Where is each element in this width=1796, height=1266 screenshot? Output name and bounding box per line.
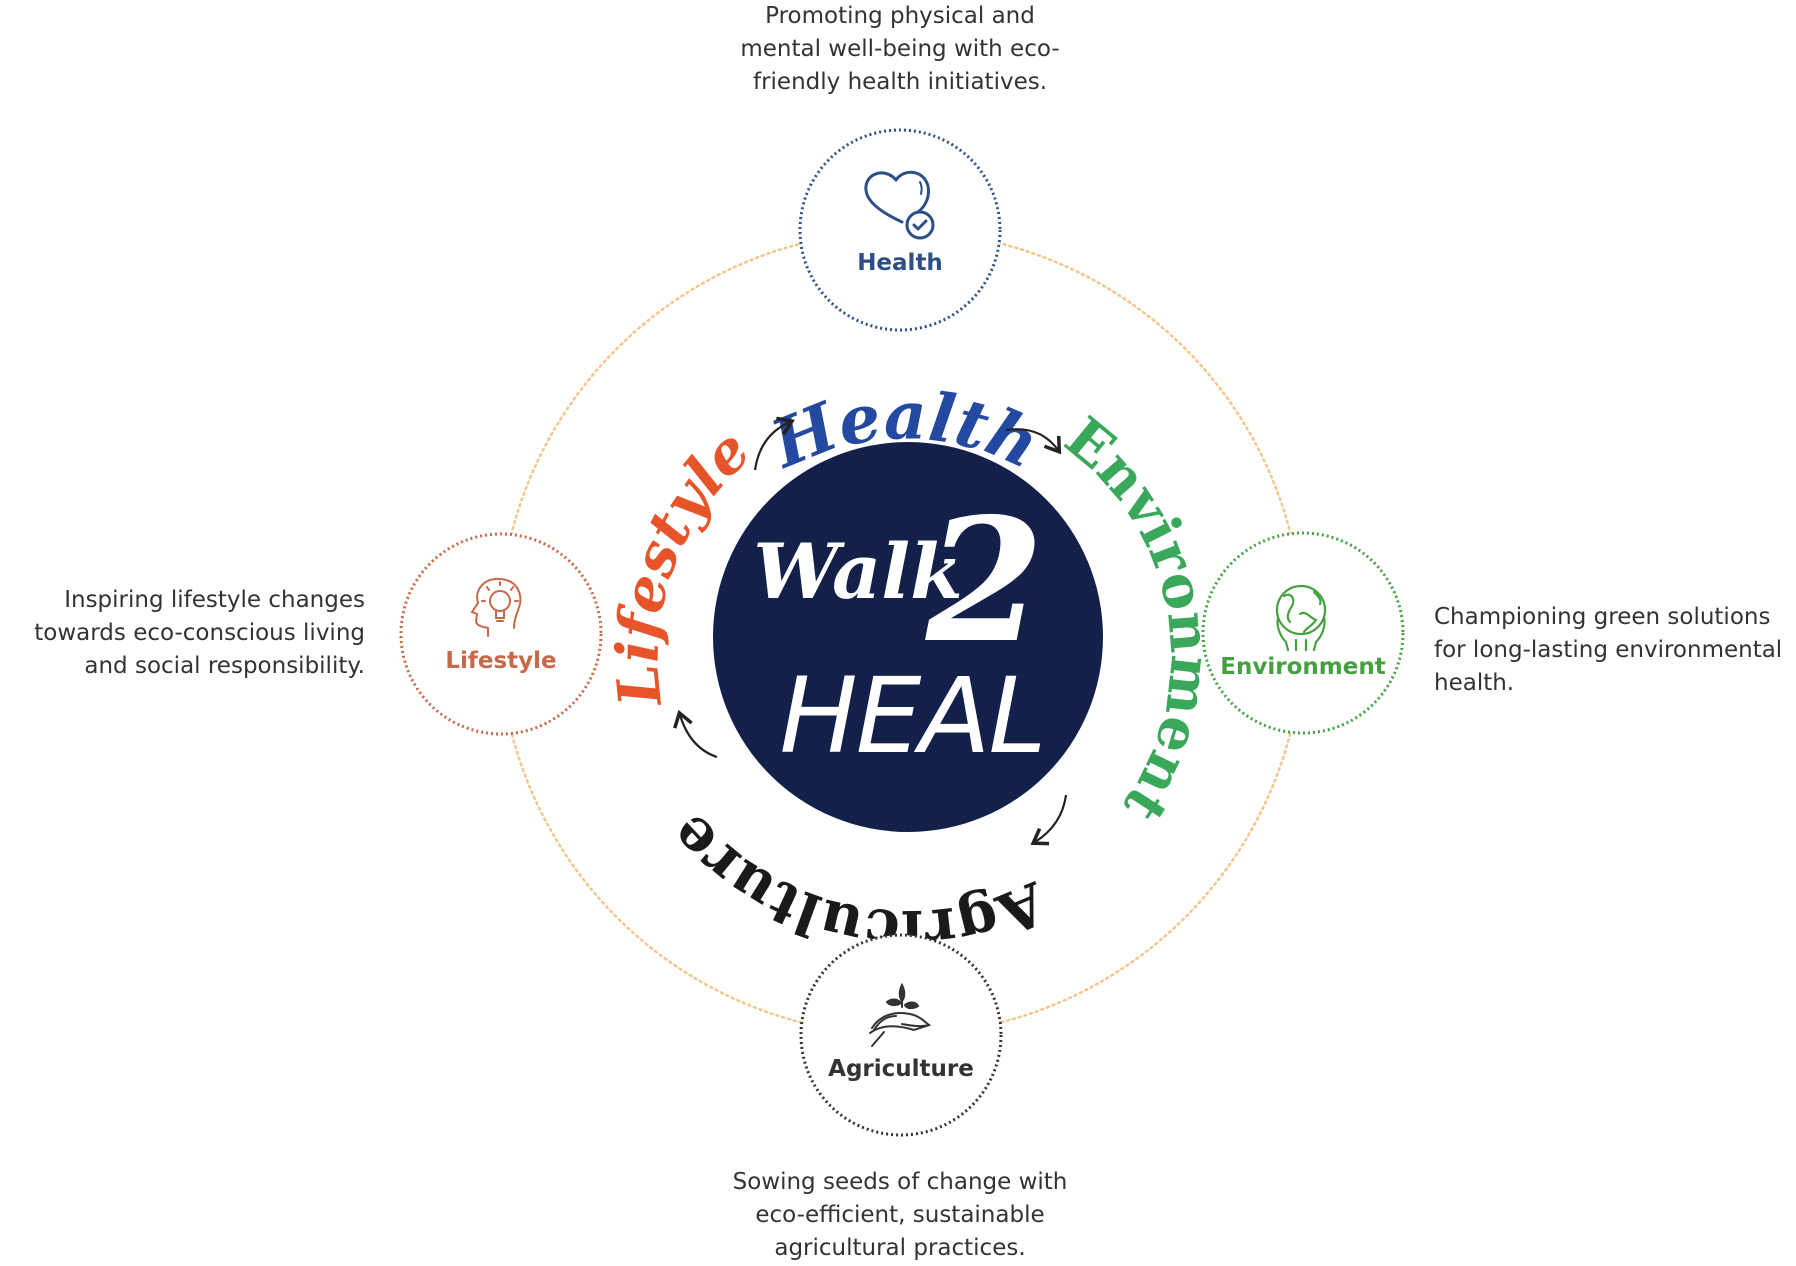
node-ring-agriculture xyxy=(799,933,1003,1137)
description-lifestyle-line: Inspiring lifestyle changes xyxy=(64,587,365,613)
arrow-environment-to-agriculture xyxy=(1030,794,1068,846)
description-environment-line: health. xyxy=(1434,670,1515,696)
node-environment[interactable]: Environment xyxy=(1203,533,1403,733)
description-environment: Championing green solutions for long-las… xyxy=(1434,601,1796,700)
description-agriculture-line: eco-efficient, sustainable xyxy=(755,1202,1045,1228)
heart-check-icon xyxy=(864,170,935,240)
description-lifestyle: Inspiring lifestyle changes towards eco-… xyxy=(10,584,365,683)
description-health: Promoting physical and mental well-being… xyxy=(650,0,1150,99)
description-health-line: mental well-being with eco- xyxy=(740,36,1060,62)
node-agriculture[interactable]: Agriculture xyxy=(801,935,1001,1135)
description-lifestyle-line: and social responsibility. xyxy=(84,653,365,679)
node-label-agriculture: Agriculture xyxy=(828,1056,974,1082)
ring-word-agriculture: Agriculture xyxy=(656,801,1057,965)
hub-disk xyxy=(713,442,1103,832)
hub-word-two: 2 xyxy=(925,481,1044,681)
description-health-line: Promoting physical and xyxy=(765,3,1035,29)
arrow-agriculture-to-lifestyle xyxy=(673,709,718,759)
node-ring-health xyxy=(798,128,1002,332)
hub-word-heal: HEAL xyxy=(780,655,1045,777)
globe-in-hands-icon xyxy=(1275,584,1327,652)
description-agriculture-line: Sowing seeds of change with xyxy=(732,1169,1068,1195)
description-environment-line: for long-lasting environmental xyxy=(1434,637,1783,663)
node-label-environment: Environment xyxy=(1220,654,1386,680)
description-lifestyle-line: towards eco-conscious living xyxy=(34,620,365,646)
description-agriculture-line: agricultural practices. xyxy=(774,1235,1026,1261)
node-label-lifestyle: Lifestyle xyxy=(445,648,557,674)
description-environment-line: Championing green solutions xyxy=(1434,604,1771,630)
hub-word-walk: Walk xyxy=(753,527,963,616)
node-label-health: Health xyxy=(857,250,943,276)
node-lifestyle[interactable]: Lifestyle xyxy=(401,534,601,734)
node-health[interactable]: Health xyxy=(800,130,1000,330)
arrow-health-to-environment xyxy=(1005,428,1062,455)
arrow-lifestyle-to-health xyxy=(753,416,795,471)
node-ring-lifestyle xyxy=(399,532,603,736)
description-health-line: friendly health initiatives. xyxy=(752,69,1048,95)
hand-with-sprout-icon xyxy=(869,982,932,1047)
description-agriculture: Sowing seeds of change with eco-efficien… xyxy=(650,1166,1150,1265)
head-lightbulb-icon xyxy=(470,577,522,637)
